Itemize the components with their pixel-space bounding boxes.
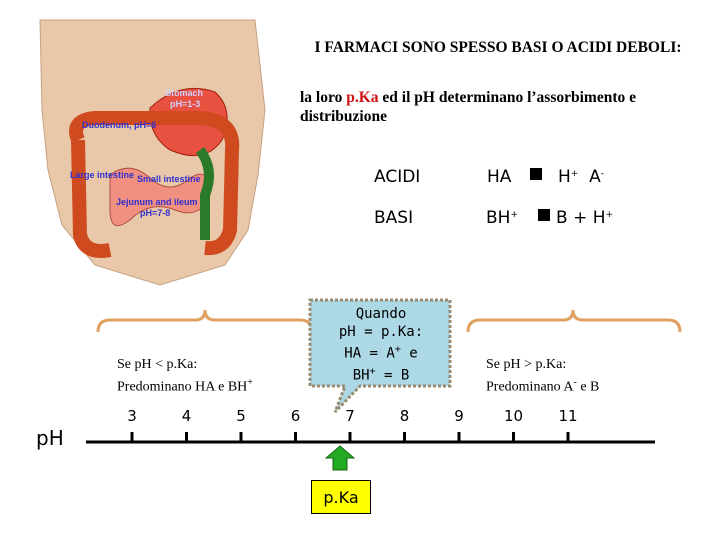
ph-tick-label-7: 7 <box>345 407 355 425</box>
stomach-ph-label: pH=1-3 <box>170 99 200 109</box>
acid-left: HA <box>487 167 512 187</box>
jejunum-ileum-label: Jejunum and ileum <box>116 197 198 207</box>
subtitle-suffix: ed il pH determinano l’assorbimento e di… <box>300 89 636 125</box>
left-note-line1: Se pH < p.Ka: <box>117 357 198 372</box>
callout-bubble <box>308 298 452 414</box>
ph-tick-label-8: 8 <box>399 407 410 425</box>
ph-tick-label-5: 5 <box>236 407 246 425</box>
acid-label: ACIDI <box>374 167 421 187</box>
acid-right: H+ A- <box>558 167 605 187</box>
large-intestine-organ <box>69 111 240 256</box>
right-note: Se pH > p.Ka: Predominano A- e B <box>486 356 599 397</box>
small-ph-label: pH=7-8 <box>140 208 170 218</box>
small-intestine-label: Small intestine <box>137 174 201 184</box>
stomach-label: Stomach <box>165 88 203 98</box>
left-note: Se pH < p.Ka: Predominano HA e BH+ <box>117 356 253 397</box>
equilibrium-arrow-icon <box>538 209 550 221</box>
subtitle-highlight: p.Ka <box>346 89 379 106</box>
callout-text: Quando pH = p.Ka: HA = A+ e BH+ = B <box>338 306 424 384</box>
ph-tick-label-3: 3 <box>127 407 137 425</box>
large-intestine-label: Large intestine <box>70 170 134 180</box>
pka-label-box: p.Ka <box>311 480 371 514</box>
ph-axis-ticks <box>130 432 570 442</box>
base-label: BASI <box>374 208 414 228</box>
right-note-line2: Predominano A- e B <box>486 377 600 395</box>
duodenum-label: Duodenum, pH=6 <box>82 120 156 130</box>
base-left: BH+ <box>486 208 518 228</box>
equilibrium-arrow-icon <box>530 168 542 180</box>
right-note-line1: Se pH > p.Ka: <box>486 357 567 372</box>
left-note-line2: Predominano HA e BH+ <box>117 377 253 395</box>
right-brace <box>466 309 682 333</box>
pka-arrow <box>324 445 356 471</box>
ph-tick-label-11: 11 <box>558 407 578 425</box>
base-right: B + H+ <box>556 208 614 228</box>
ph-tick-label-9: 9 <box>454 407 464 425</box>
subtitle-prefix: la loro <box>300 89 347 106</box>
page-title: I FARMACI SONO SPESSO BASI O ACIDI DEBOL… <box>314 39 682 56</box>
ph-axis-label: pH <box>36 426 64 450</box>
ph-tick-label-4: 4 <box>181 407 192 425</box>
ph-tick-label-6: 6 <box>290 407 301 425</box>
left-brace <box>96 309 314 333</box>
page-subtitle: la loro p.Ka ed il pH determinano l’asso… <box>300 88 700 126</box>
ph-tick-label-10: 10 <box>503 407 524 425</box>
